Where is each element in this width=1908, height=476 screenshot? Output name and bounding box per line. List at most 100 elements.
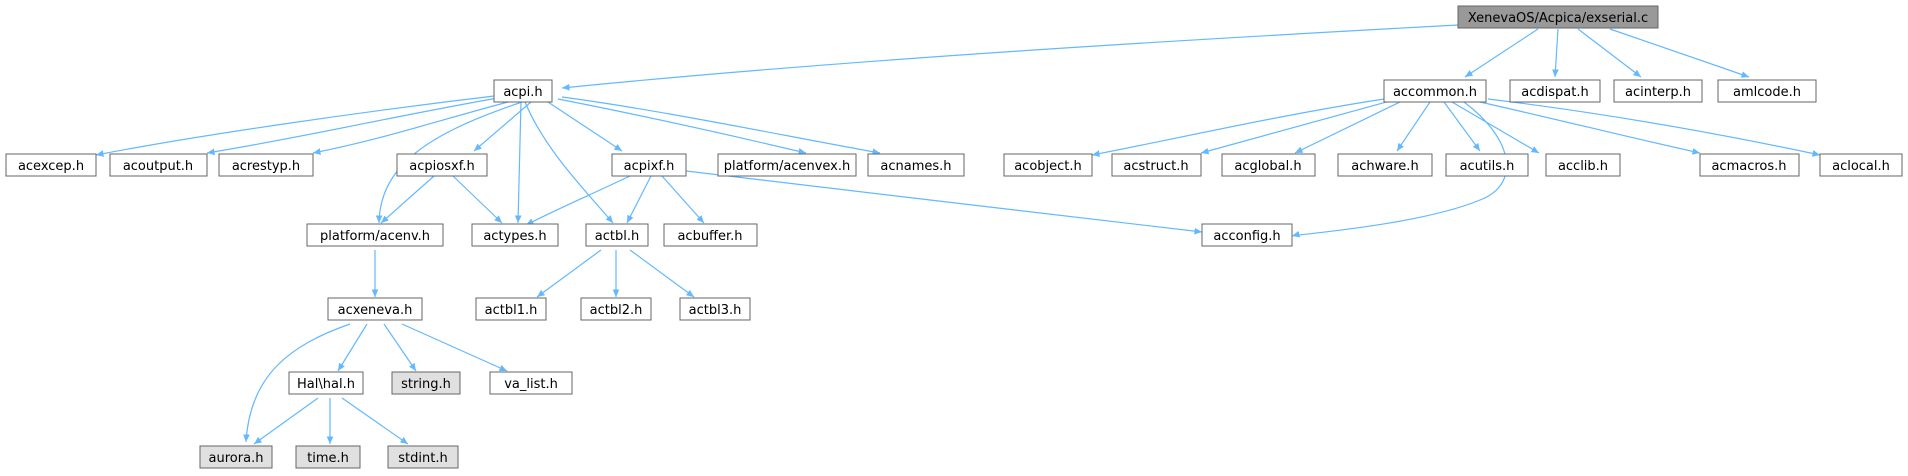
node-acmacros-h[interactable]: acmacros.h bbox=[1699, 153, 1800, 177]
node-actypes-h[interactable]: actypes.h bbox=[471, 223, 559, 247]
edge-acpi-actbl bbox=[524, 101, 614, 224]
edge-acxeneva-va_list bbox=[401, 323, 508, 372]
node-exserial-c[interactable]: XenevaOS/Acpica/exserial.c bbox=[1457, 5, 1659, 29]
edge-root-amlcode bbox=[1609, 28, 1750, 78]
node-label: acobject.h bbox=[1014, 159, 1082, 174]
node-label: acoutput.h bbox=[123, 159, 193, 174]
node-label: actbl2.h bbox=[590, 303, 643, 318]
node-label: acexcep.h bbox=[18, 159, 84, 174]
edge-acpi-acnames bbox=[561, 96, 881, 155]
edge-acpi-acexcep bbox=[95, 95, 495, 157]
node-acpiosxf-h[interactable]: acpiosxf.h bbox=[396, 153, 488, 177]
node-acxeneva-h[interactable]: acxeneva.h bbox=[327, 297, 423, 321]
node-acexcep-h[interactable]: acexcep.h bbox=[5, 153, 97, 177]
node-stdint-h[interactable]: stdint.h bbox=[387, 445, 459, 469]
node-actbl3-h[interactable]: actbl3.h bbox=[679, 297, 751, 321]
node-label: acconfig.h bbox=[1213, 229, 1280, 244]
node-label: acnames.h bbox=[880, 159, 951, 174]
node-label: acpixf.h bbox=[624, 159, 675, 174]
edge-acpi-acoutput bbox=[206, 97, 499, 156]
node-label: amlcode.h bbox=[1733, 85, 1801, 100]
node-hal-hal-h[interactable]: Hal\hal.h bbox=[288, 371, 364, 395]
node-acrestyp-h[interactable]: acrestyp.h bbox=[218, 153, 314, 177]
node-label: actbl3.h bbox=[689, 303, 742, 318]
node-acbuffer-h[interactable]: acbuffer.h bbox=[663, 223, 758, 247]
node-platform-acenvex-h[interactable]: platform/acenvex.h bbox=[717, 153, 857, 177]
node-acpixf-h[interactable]: acpixf.h bbox=[611, 153, 687, 177]
node-time-h[interactable]: time.h bbox=[295, 445, 361, 469]
node-label: platform/acenv.h bbox=[320, 229, 430, 244]
node-label: acglobal.h bbox=[1234, 159, 1301, 174]
edge-acxeneva-halhal bbox=[337, 323, 368, 372]
node-label: actbl.h bbox=[595, 229, 639, 244]
node-label: aclocal.h bbox=[1832, 159, 1890, 174]
node-acinterp-h[interactable]: acinterp.h bbox=[1613, 79, 1703, 103]
node-label: acdispat.h bbox=[1521, 85, 1588, 100]
node-acclib-h[interactable]: acclib.h bbox=[1545, 153, 1621, 177]
node-label: time.h bbox=[307, 451, 349, 466]
node-label: aurora.h bbox=[209, 451, 264, 466]
edge-acpiosxf-actypes bbox=[452, 175, 503, 224]
node-label: actypes.h bbox=[483, 229, 546, 244]
edge-accommon-acconfig bbox=[1291, 101, 1508, 238]
node-accommon-h[interactable]: accommon.h bbox=[1383, 79, 1487, 103]
node-label: acrestyp.h bbox=[232, 159, 300, 174]
edge-halhal-aurora bbox=[253, 397, 319, 445]
node-label: accommon.h bbox=[1393, 85, 1477, 100]
node-actbl2-h[interactable]: actbl2.h bbox=[580, 297, 652, 321]
node-label: acstruct.h bbox=[1123, 159, 1188, 174]
node-aurora-h[interactable]: aurora.h bbox=[199, 445, 273, 469]
node-label: actbl1.h bbox=[485, 303, 538, 318]
node-label: platform/acenvex.h bbox=[724, 159, 851, 174]
node-acdispat-h[interactable]: acdispat.h bbox=[1509, 79, 1601, 103]
node-label: Hal\hal.h bbox=[297, 377, 355, 392]
node-acobject-h[interactable]: acobject.h bbox=[1003, 153, 1093, 177]
edge-root-accommon bbox=[1464, 28, 1539, 78]
edge-accommon-acclib bbox=[1451, 101, 1540, 154]
node-acglobal-h[interactable]: acglobal.h bbox=[1221, 153, 1316, 177]
edge-acpi-actypes bbox=[514, 101, 522, 224]
node-amlcode-h[interactable]: amlcode.h bbox=[1717, 79, 1817, 103]
node-label: XenevaOS/Acpica/exserial.c bbox=[1468, 11, 1648, 26]
edge-acxeneva-aurora bbox=[243, 323, 351, 443]
edge-acpixf-acbuffer bbox=[661, 175, 705, 224]
edge-acpixf-actypes bbox=[525, 175, 631, 226]
node-platform-acenv-h[interactable]: platform/acenv.h bbox=[306, 223, 444, 247]
edge-acpi-acpiosxf bbox=[473, 101, 532, 152]
node-acnames-h[interactable]: acnames.h bbox=[867, 153, 965, 177]
node-label: string.h bbox=[401, 377, 451, 392]
node-acutils-h[interactable]: acutils.h bbox=[1445, 153, 1529, 177]
edge-acpiosxf-acenv bbox=[380, 175, 435, 224]
include-edges bbox=[95, 24, 1821, 445]
edge-acpi-acrestyp bbox=[312, 101, 509, 155]
edge-acpi-acenv bbox=[375, 101, 523, 224]
edge-acpixf-actbl bbox=[626, 175, 652, 224]
edge-acpixf-acconfig bbox=[685, 170, 1203, 235]
node-acoutput-h[interactable]: acoutput.h bbox=[109, 153, 208, 177]
node-label: stdint.h bbox=[398, 451, 447, 466]
edge-actbl-actbl1 bbox=[536, 249, 602, 298]
node-actbl1-h[interactable]: actbl1.h bbox=[475, 297, 547, 321]
node-label: acpiosxf.h bbox=[409, 159, 474, 174]
edge-acpi-acpixf bbox=[547, 101, 623, 152]
edge-accommon-acstruct bbox=[1200, 100, 1391, 155]
node-string-h[interactable]: string.h bbox=[391, 371, 461, 395]
node-achware-h[interactable]: achware.h bbox=[1337, 153, 1433, 177]
node-acpi-h[interactable]: acpi.h bbox=[493, 79, 553, 103]
node-acconfig-h[interactable]: acconfig.h bbox=[1201, 223, 1293, 247]
edge-acxeneva-string bbox=[383, 323, 417, 372]
edge-root-acinterp bbox=[1577, 28, 1642, 78]
edge-accommon-acglobal bbox=[1294, 101, 1401, 154]
node-actbl-h[interactable]: actbl.h bbox=[585, 223, 649, 247]
node-label: achware.h bbox=[1351, 159, 1418, 174]
node-va-list-h[interactable]: va_list.h bbox=[489, 371, 573, 395]
edge-halhal-stdint bbox=[341, 397, 409, 445]
node-aclocal-h[interactable]: aclocal.h bbox=[1819, 153, 1903, 177]
edge-accommon-acutils bbox=[1443, 101, 1481, 152]
edge-accommon-acmacros bbox=[1479, 101, 1701, 155]
edge-acpi-acenvex bbox=[557, 98, 807, 155]
node-label: acutils.h bbox=[1460, 159, 1515, 174]
edge-accommon-aclocal bbox=[1487, 98, 1821, 157]
node-acstruct-h[interactable]: acstruct.h bbox=[1111, 153, 1202, 177]
node-label: acinterp.h bbox=[1625, 85, 1691, 100]
